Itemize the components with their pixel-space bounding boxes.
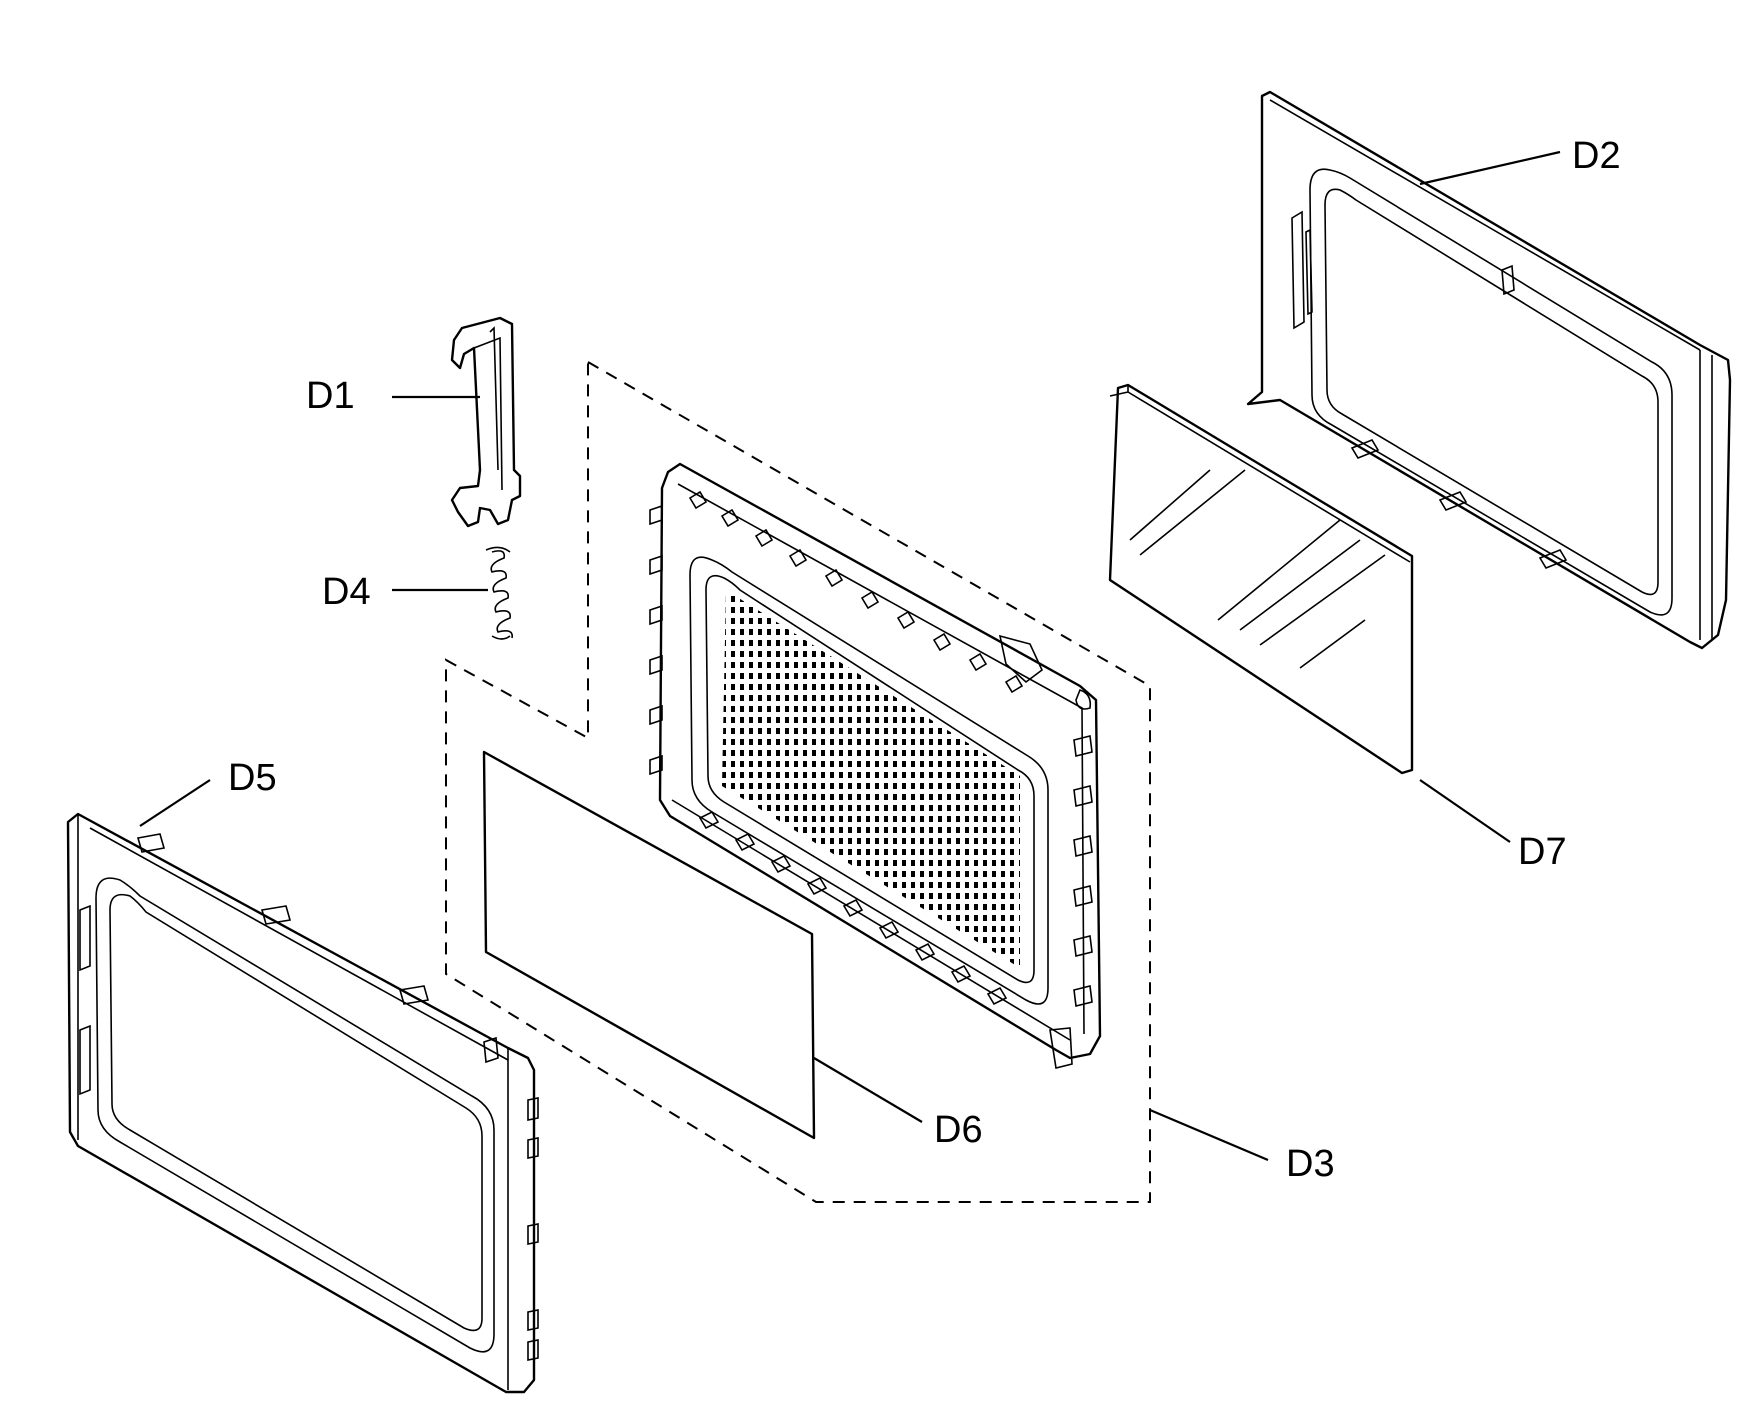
label-d3: D3	[1286, 1143, 1335, 1185]
label-d7: D7	[1518, 831, 1567, 873]
label-d6: D6	[934, 1109, 983, 1151]
label-d1: D1	[306, 375, 355, 417]
part-d6-window-sheet	[482, 750, 816, 1140]
part-d2-door-frame	[1246, 90, 1732, 650]
part-d7-glass-panel	[1108, 383, 1414, 775]
label-d5: D5	[228, 757, 277, 799]
leader-lines	[139, 150, 1561, 1162]
part-d3-assembly-outline	[445, 360, 1151, 1203]
part-d1-latch-hook	[450, 316, 522, 528]
part-d3-inner-mesh-panel	[649, 462, 1102, 1069]
label-d4: D4	[322, 571, 371, 613]
part-d4-spring	[485, 546, 514, 640]
label-d2: D2	[1572, 135, 1621, 177]
part-d5-front-frame	[66, 812, 539, 1394]
